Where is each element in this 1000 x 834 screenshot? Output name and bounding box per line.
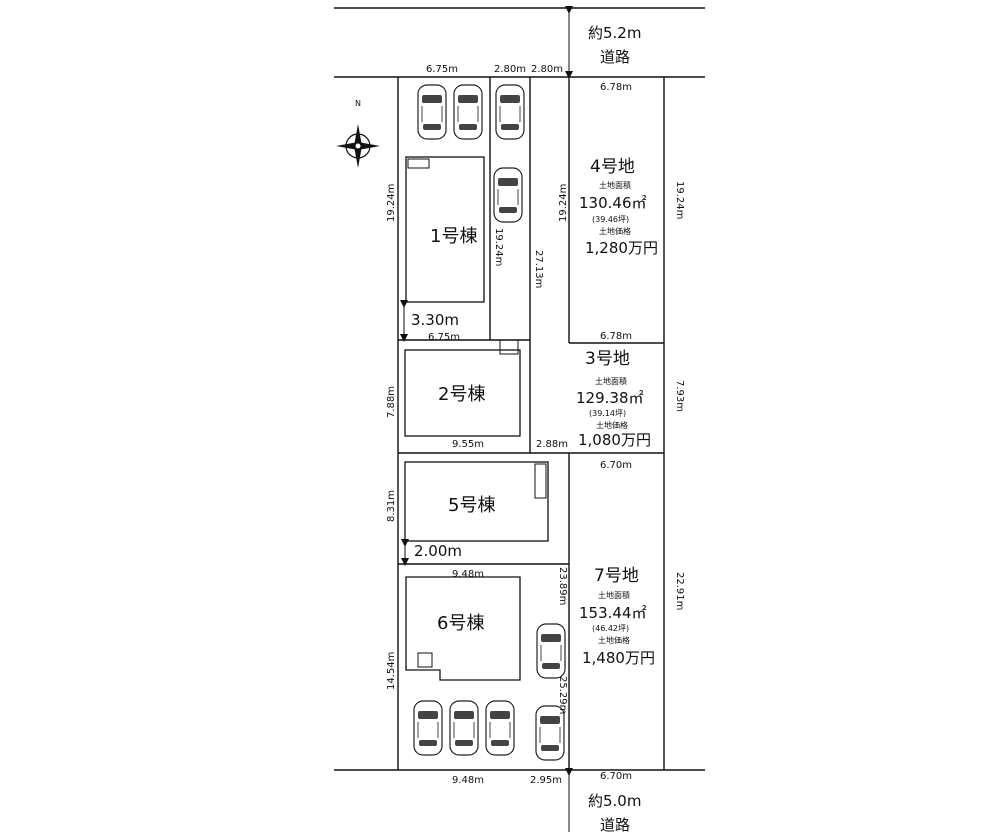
dim-lot4-bottom: 6.78m: [600, 331, 632, 342]
dim-lot6-left: 14.54m: [386, 652, 397, 690]
lot3-price: 1,080万円: [578, 431, 651, 449]
north-road-label: 道路: [600, 48, 630, 66]
building-2-entry: [499, 339, 519, 355]
dim-bottom-lot7: 6.70m: [600, 771, 632, 782]
parking-car: [493, 167, 523, 223]
lot4-name: 4号地: [590, 157, 635, 177]
dim-gap-lot5: 2.00m: [414, 542, 462, 560]
dim-lot1-inner: 19.24m: [493, 228, 504, 266]
lot4-area: 130.46㎡: [579, 194, 647, 212]
dim-lot4-left: 19.24m: [558, 184, 569, 222]
building-5: [404, 461, 549, 542]
lot4-price-label: 土地価格: [599, 226, 631, 236]
dim-lot4-right: 19.24m: [674, 181, 685, 219]
parking-car: [536, 623, 566, 679]
dim-lot2-bottom: 9.55m: [452, 439, 484, 450]
compass-north-label: N: [355, 99, 361, 108]
dim-lot5-left: 8.31m: [386, 490, 397, 522]
building-1-entry: [407, 158, 430, 169]
parking-car: [495, 84, 525, 140]
building-1: [405, 156, 485, 303]
dim-lot3-right: 7.93m: [674, 380, 685, 412]
lot7-area: 153.44㎡: [579, 604, 647, 622]
dim-lot7-right: 22.91m: [674, 572, 685, 610]
dim-lot7-top: 6.70m: [600, 460, 632, 471]
building-6-label: 6号棟: [437, 613, 484, 634]
south-road-width-label: 約5.0m: [588, 792, 641, 810]
lot7-price-label: 土地価格: [598, 635, 630, 645]
lot3-area-label: 土地面積: [595, 376, 627, 386]
dim-top-drive-b: 2.80m: [531, 64, 563, 75]
lot3-price-label: 土地価格: [596, 420, 628, 430]
dim-top-drive-a: 2.80m: [494, 64, 526, 75]
building-6-entry: [417, 652, 433, 668]
parking-car: [453, 84, 483, 140]
north-road-width-label: 約5.2m: [588, 24, 641, 42]
dim-drive-lower: 25.29m: [557, 676, 568, 714]
building-2-label: 2号棟: [438, 384, 485, 405]
lot7-area-label: 土地面積: [598, 590, 630, 600]
building-2: [404, 349, 521, 437]
lot7-tsubo: (46.42坪): [592, 624, 629, 633]
parking-car: [417, 84, 447, 140]
building-1-label: 1号棟: [430, 226, 477, 247]
lot3-tsubo: (39.14坪): [589, 409, 626, 418]
dim-lot6-top: 9.48m: [452, 569, 484, 580]
lot3-area: 129.38㎡: [576, 389, 644, 407]
dim-bottom-lot6: 9.48m: [452, 775, 484, 786]
dim-setback-lot1: 3.30m: [411, 311, 459, 329]
lot3-name: 3号地: [585, 349, 630, 369]
dim-left-lot1: 19.24m: [386, 184, 397, 222]
dim-lot2-top: 6.75m: [428, 332, 460, 343]
building-5-label: 5号棟: [448, 495, 495, 516]
dim-top-lot1: 6.75m: [426, 64, 458, 75]
dim-bottom-drive: 2.95m: [530, 775, 562, 786]
dim-lot2-left: 7.88m: [386, 386, 397, 418]
compass-icon: [336, 124, 380, 168]
south-road-label: 道路: [600, 816, 630, 834]
building-6: [405, 576, 521, 681]
building-5-entry: [534, 463, 547, 499]
parking-car: [485, 700, 515, 756]
dim-top-lot4: 6.78m: [600, 82, 632, 93]
lot4-area-label: 土地面積: [599, 180, 631, 190]
lot7-price: 1,480万円: [582, 649, 655, 667]
parking-car: [413, 700, 443, 756]
dim-mid-drive: 2.88m: [536, 439, 568, 450]
parking-car: [449, 700, 479, 756]
lot4-price: 1,280万円: [585, 239, 658, 257]
lot7-name: 7号地: [594, 566, 639, 586]
dim-drive-upper: 23.89m: [557, 567, 568, 605]
lot4-tsubo: (39.46坪): [592, 215, 629, 224]
dim-center-drive: 27.13m: [533, 250, 544, 288]
